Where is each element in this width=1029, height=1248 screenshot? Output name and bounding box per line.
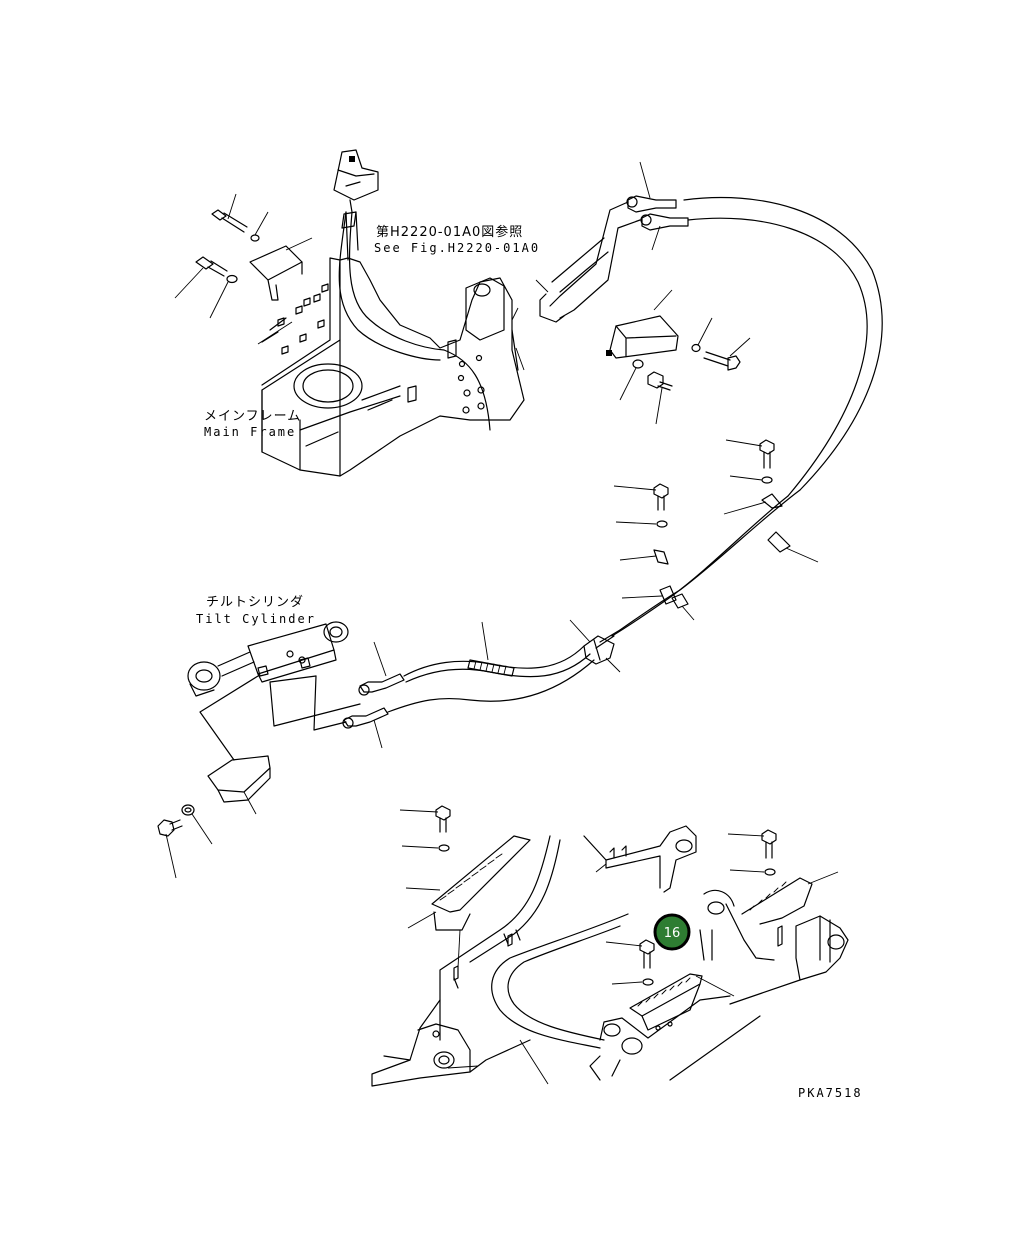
c-frame-assembly: [371, 805, 849, 1087]
hose-clamps-middle: [569, 439, 819, 673]
tilt-cylinder-drawing: [187, 621, 361, 761]
main-frame-drawing: [257, 149, 525, 477]
drawing-code: PKA7518: [798, 1086, 863, 1100]
callout-number[interactable]: 16: [664, 926, 681, 941]
part-callout-16[interactable]: 16: [653, 913, 691, 951]
main-frame-label-en: Main Frame: [204, 425, 296, 439]
tilt-hoses: [342, 621, 621, 749]
hose-fittings-upper: [535, 161, 883, 497]
tilt-cylinder-label-jp: チルトシリンダ: [206, 595, 304, 610]
reference-figure-en: See Fig.H2220-01A0: [374, 241, 540, 255]
lower-left-clamp-set: [157, 755, 271, 879]
reference-figure-jp: 第H2220-01A0図参照: [376, 224, 523, 240]
tilt-cylinder-label-en: Tilt Cylinder: [196, 612, 316, 626]
callout-circle[interactable]: [653, 913, 691, 951]
upper-left-bolt-set: [174, 193, 313, 319]
diagram-labels: 第H2220-01A0図参照 See Fig.H2220-01A0 メインフレー…: [196, 224, 863, 1100]
main-frame-label-jp: メインフレーム: [204, 409, 301, 424]
